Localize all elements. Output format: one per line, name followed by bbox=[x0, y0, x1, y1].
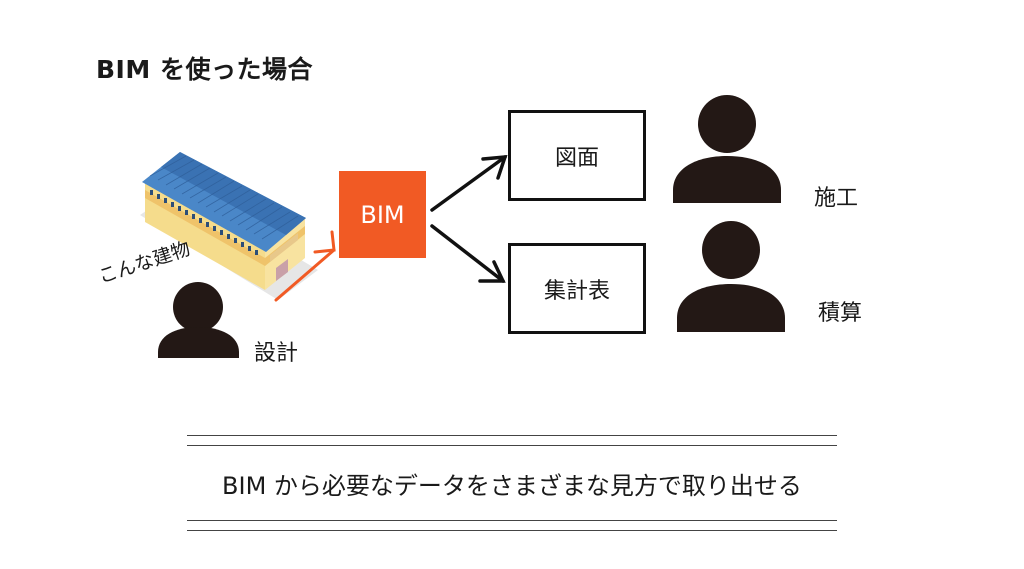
page-title: BIM を使った場合 bbox=[96, 55, 313, 84]
role-label-estimation: 積算 bbox=[818, 301, 863, 326]
divider bbox=[187, 435, 837, 436]
arrow-to-drawing bbox=[430, 155, 508, 212]
output-box-table: 集計表 bbox=[508, 243, 646, 334]
estimation-person-icon bbox=[677, 221, 785, 332]
bim-label: BIM bbox=[360, 200, 405, 229]
divider bbox=[187, 530, 837, 531]
building-icon bbox=[140, 152, 318, 300]
construction-person-icon bbox=[673, 95, 781, 203]
bim-box: BIM bbox=[339, 171, 426, 258]
divider bbox=[187, 520, 837, 521]
output-box-drawing: 図面 bbox=[508, 110, 646, 201]
role-label-design: 設計 bbox=[254, 341, 299, 366]
summary-text: BIM から必要なデータをさまざまな見方で取り出せる bbox=[222, 472, 802, 500]
output-label: 集計表 bbox=[543, 278, 610, 304]
divider bbox=[187, 445, 837, 446]
designer-person-icon bbox=[158, 282, 239, 358]
output-label: 図面 bbox=[554, 145, 599, 171]
role-label-construction: 施工 bbox=[814, 186, 859, 211]
arrow-to-table bbox=[430, 224, 506, 283]
arrow-to-bim bbox=[274, 230, 336, 302]
